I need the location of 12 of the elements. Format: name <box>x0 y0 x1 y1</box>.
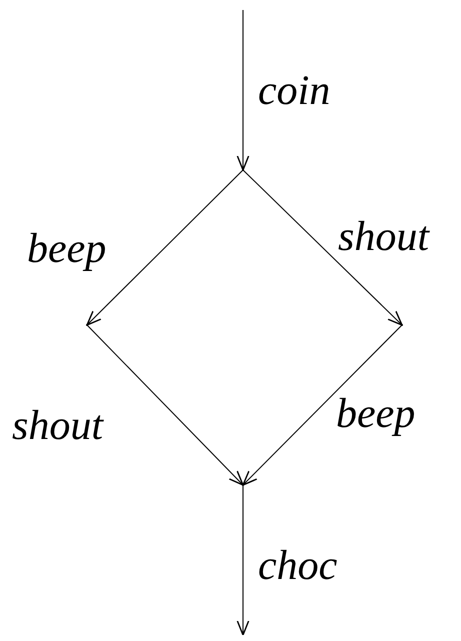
edge-label: choc <box>258 545 338 587</box>
arrow <box>242 170 403 326</box>
arrow <box>236 10 250 171</box>
edge-label: beep <box>336 393 416 435</box>
arrow <box>86 170 244 326</box>
edge-label: shout <box>12 405 104 447</box>
edge-label: coin <box>258 70 330 112</box>
arrow <box>236 484 250 636</box>
arrow <box>86 324 244 486</box>
edge-label: beep <box>27 228 106 270</box>
arrow <box>242 324 402 486</box>
edge-label: shout <box>338 216 430 258</box>
